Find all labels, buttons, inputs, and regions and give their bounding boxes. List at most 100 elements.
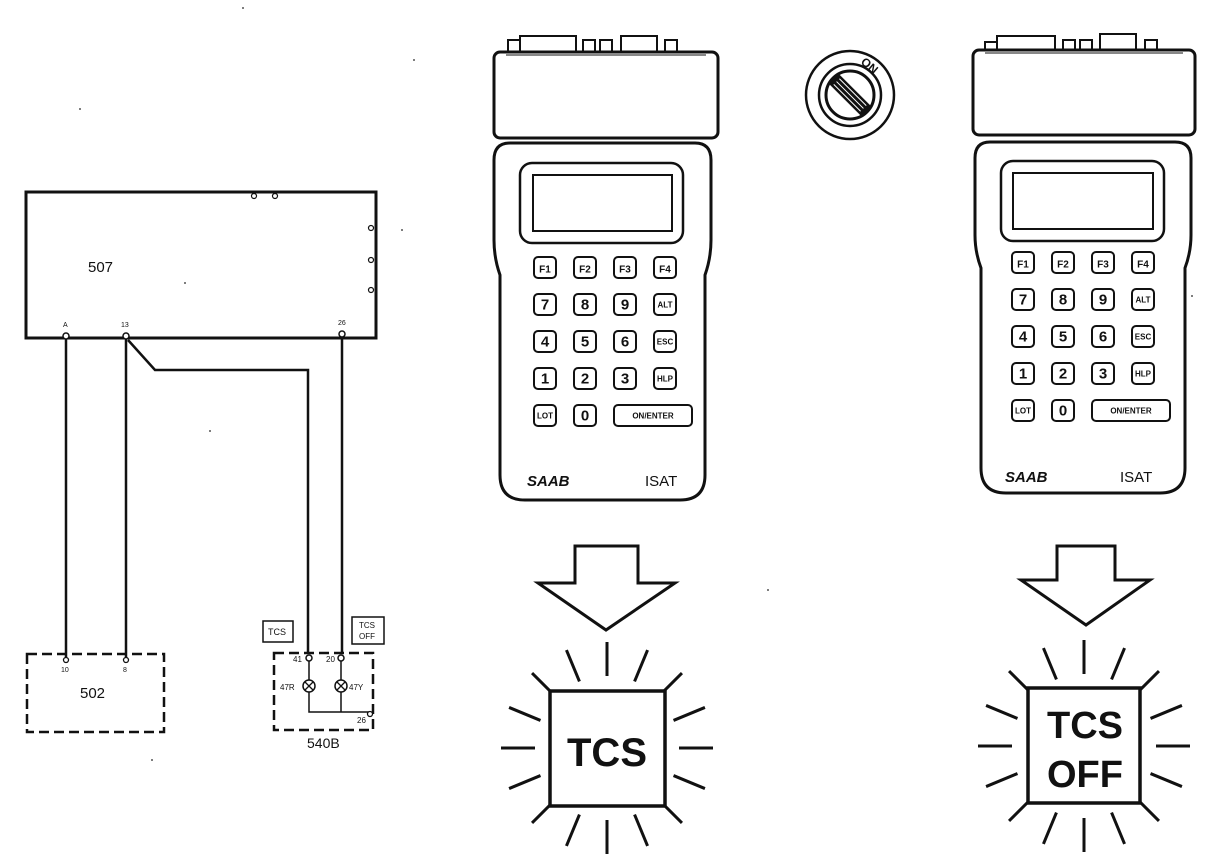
key-label: 9 — [1099, 292, 1107, 309]
key-label: F3 — [619, 265, 631, 276]
key-label: 1 — [541, 371, 549, 388]
key-label: F1 — [539, 265, 551, 276]
key-label: 8 — [1059, 292, 1067, 309]
key-f2: F2 — [573, 256, 597, 279]
key-label: 3 — [1099, 366, 1107, 383]
light-ray — [985, 704, 1019, 720]
isat-tester-left: F1 F2 F3 F4 7 8 9 ALT 4 5 6 ESC 1 2 3 HLP LOT 0 ON/ENTER S… — [492, 35, 720, 502]
key-1: 1 — [1011, 362, 1035, 385]
key-label: F4 — [1137, 260, 1149, 271]
pin-47r-label: 47R — [280, 683, 295, 692]
key-onenter: ON/ENTER — [1091, 399, 1171, 422]
light-ray — [1110, 811, 1126, 845]
key-label: 5 — [581, 334, 589, 351]
light-ray — [985, 772, 1019, 788]
key-label: F2 — [1057, 260, 1069, 271]
key-label: 7 — [1019, 292, 1027, 309]
key-label: F3 — [1097, 260, 1109, 271]
tester-left-model: ISAT — [645, 473, 677, 490]
light-ray — [633, 649, 649, 683]
key-f1: F1 — [533, 256, 557, 279]
down-arrow-right — [1016, 544, 1155, 627]
key-esc: ESC — [1131, 325, 1155, 348]
module-502-label: 502 — [80, 685, 105, 702]
tcs-indicator-lamp: TCS — [501, 642, 713, 854]
key-3: 3 — [613, 367, 637, 390]
tester-right-model: ISAT — [1120, 469, 1152, 486]
key-7: 7 — [1011, 288, 1035, 311]
key-label: 0 — [1059, 403, 1067, 420]
key-label: LOT — [1015, 407, 1031, 416]
key-f4: F4 — [1131, 251, 1155, 274]
pin-47y-label: 47Y — [349, 683, 364, 692]
key-esc: ESC — [653, 330, 677, 353]
light-ray — [1149, 772, 1183, 788]
light-ray — [1110, 647, 1126, 681]
key-label: 4 — [1019, 329, 1028, 346]
light-ray — [633, 813, 649, 847]
key-f4: F4 — [653, 256, 677, 279]
key-alt: ALT — [1131, 288, 1155, 311]
key-label: ESC — [657, 338, 674, 347]
pin-41-label: 41 — [293, 655, 302, 664]
key-label: 6 — [621, 334, 629, 351]
key-9: 9 — [613, 293, 637, 316]
tester-left-brand: SAAB — [527, 473, 570, 490]
key-hlp: HLP — [653, 367, 677, 390]
key-3: 3 — [1091, 362, 1115, 385]
key-label: 9 — [621, 297, 629, 314]
key-hlp: HLP — [1131, 362, 1155, 385]
key-label: 1 — [1019, 366, 1027, 383]
key-1: 1 — [533, 367, 557, 390]
light-ray — [1042, 647, 1058, 681]
key-5: 5 — [573, 330, 597, 353]
module-507-box — [24, 190, 378, 340]
key-label: LOT — [537, 412, 553, 421]
key-7: 7 — [533, 293, 557, 316]
light-ray — [508, 774, 542, 790]
pin-10-label: 10 — [61, 667, 69, 674]
key-lot: LOT — [533, 404, 557, 427]
key-lot: LOT — [1011, 399, 1035, 422]
module-502-box — [25, 652, 166, 734]
tcs-indicator-text: TCS — [567, 731, 647, 775]
key-label: 3 — [621, 371, 629, 388]
key-label: 2 — [1059, 366, 1067, 383]
key-label: ALT — [658, 301, 673, 310]
key-label: ESC — [1135, 333, 1152, 342]
key-alt: ALT — [653, 293, 677, 316]
tcs-off-indicator-line2: OFF — [1047, 754, 1123, 796]
key-label: ALT — [1136, 296, 1151, 305]
key-2: 2 — [1051, 362, 1075, 385]
tcs-off-indicator-lamp: TCS OFF — [978, 640, 1190, 852]
key-label: F4 — [659, 265, 671, 276]
key-f3: F3 — [1091, 251, 1115, 274]
down-arrow-left — [533, 544, 680, 632]
key-8: 8 — [573, 293, 597, 316]
module-540b-box — [272, 651, 375, 732]
light-ray — [1149, 704, 1183, 720]
tester-right-brand: SAAB — [1005, 469, 1048, 486]
key-6: 6 — [613, 330, 637, 353]
key-4: 4 — [533, 330, 557, 353]
wiring-diagram: 507 A 13 26 10 8 502 TCS TCS OFF 41 — [24, 190, 385, 751]
key-label: ON/ENTER — [1110, 407, 1152, 416]
key-label: 7 — [541, 297, 549, 314]
key-label: 2 — [581, 371, 589, 388]
light-ray — [672, 706, 706, 722]
tcs-off-label-line2: OFF — [359, 632, 375, 641]
key-0: 0 — [573, 404, 597, 427]
light-ray — [1042, 811, 1058, 845]
module-507-label: 507 — [88, 259, 113, 276]
pin-26b-label: 26 — [357, 716, 366, 725]
module-540b-label: 540B — [307, 735, 340, 751]
key-f2: F2 — [1051, 251, 1075, 274]
pin-26-label: 26 — [338, 320, 346, 327]
ignition-key-icon: ON — [804, 49, 896, 141]
tcs-label-box: TCS — [268, 627, 286, 637]
key-label: 6 — [1099, 329, 1107, 346]
key-label: 0 — [581, 408, 589, 425]
key-label: ON/ENTER — [632, 412, 674, 421]
